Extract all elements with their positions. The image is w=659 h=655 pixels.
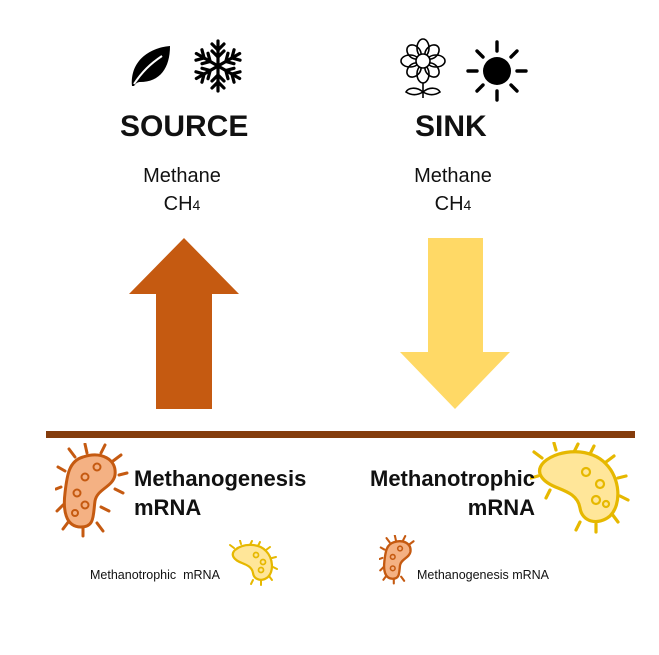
- small-methanogen-bacterium-icon: [379, 535, 419, 585]
- sink-gas-label: Methane CH4: [393, 162, 513, 219]
- sink-secondary-mrna-label: Methanogenesis mRNA: [417, 568, 550, 582]
- source-gas-label: Methane CH4: [122, 162, 242, 219]
- source-gas-name: Methane: [143, 165, 221, 187]
- methanogen-bacterium-icon: [55, 443, 131, 539]
- sun-icon: [466, 40, 528, 102]
- sink-formula-sub: 4: [463, 197, 472, 213]
- mrna-label-right: mRNA: [467, 495, 535, 520]
- sink-title: SINK: [415, 110, 487, 143]
- methanotroph-bacterium-icon: [530, 442, 630, 534]
- snowflake-icon: [190, 38, 246, 94]
- soil-surface-line: [46, 431, 635, 438]
- sink-formula-main: CH: [434, 193, 464, 215]
- source-up-arrow: [128, 237, 240, 410]
- source-formula-sub: 4: [192, 197, 201, 213]
- methanogenesis-label: Methanogenesis: [134, 466, 307, 491]
- source-gas-formula: CH4: [122, 190, 242, 219]
- leaf-icon: [126, 42, 174, 90]
- methanotrophic-label: Methanotrophic: [370, 466, 535, 491]
- mrna-label-left: mRNA: [134, 495, 202, 520]
- sink-gas-name: Methane: [414, 165, 492, 187]
- sink-primary-mrna-label: Methanotrophic mRNA: [352, 464, 535, 522]
- sink-down-arrow: [399, 237, 511, 410]
- flower-icon: [398, 38, 448, 100]
- small-methanotroph-bacterium-icon: [228, 540, 278, 586]
- source-secondary-mrna-label: Methanotrophic mRNA: [90, 568, 220, 582]
- source-formula-main: CH: [163, 193, 193, 215]
- source-title: SOURCE: [120, 110, 249, 143]
- source-primary-mrna-label: Methanogenesis mRNA: [134, 464, 306, 522]
- sink-gas-formula: CH4: [393, 190, 513, 219]
